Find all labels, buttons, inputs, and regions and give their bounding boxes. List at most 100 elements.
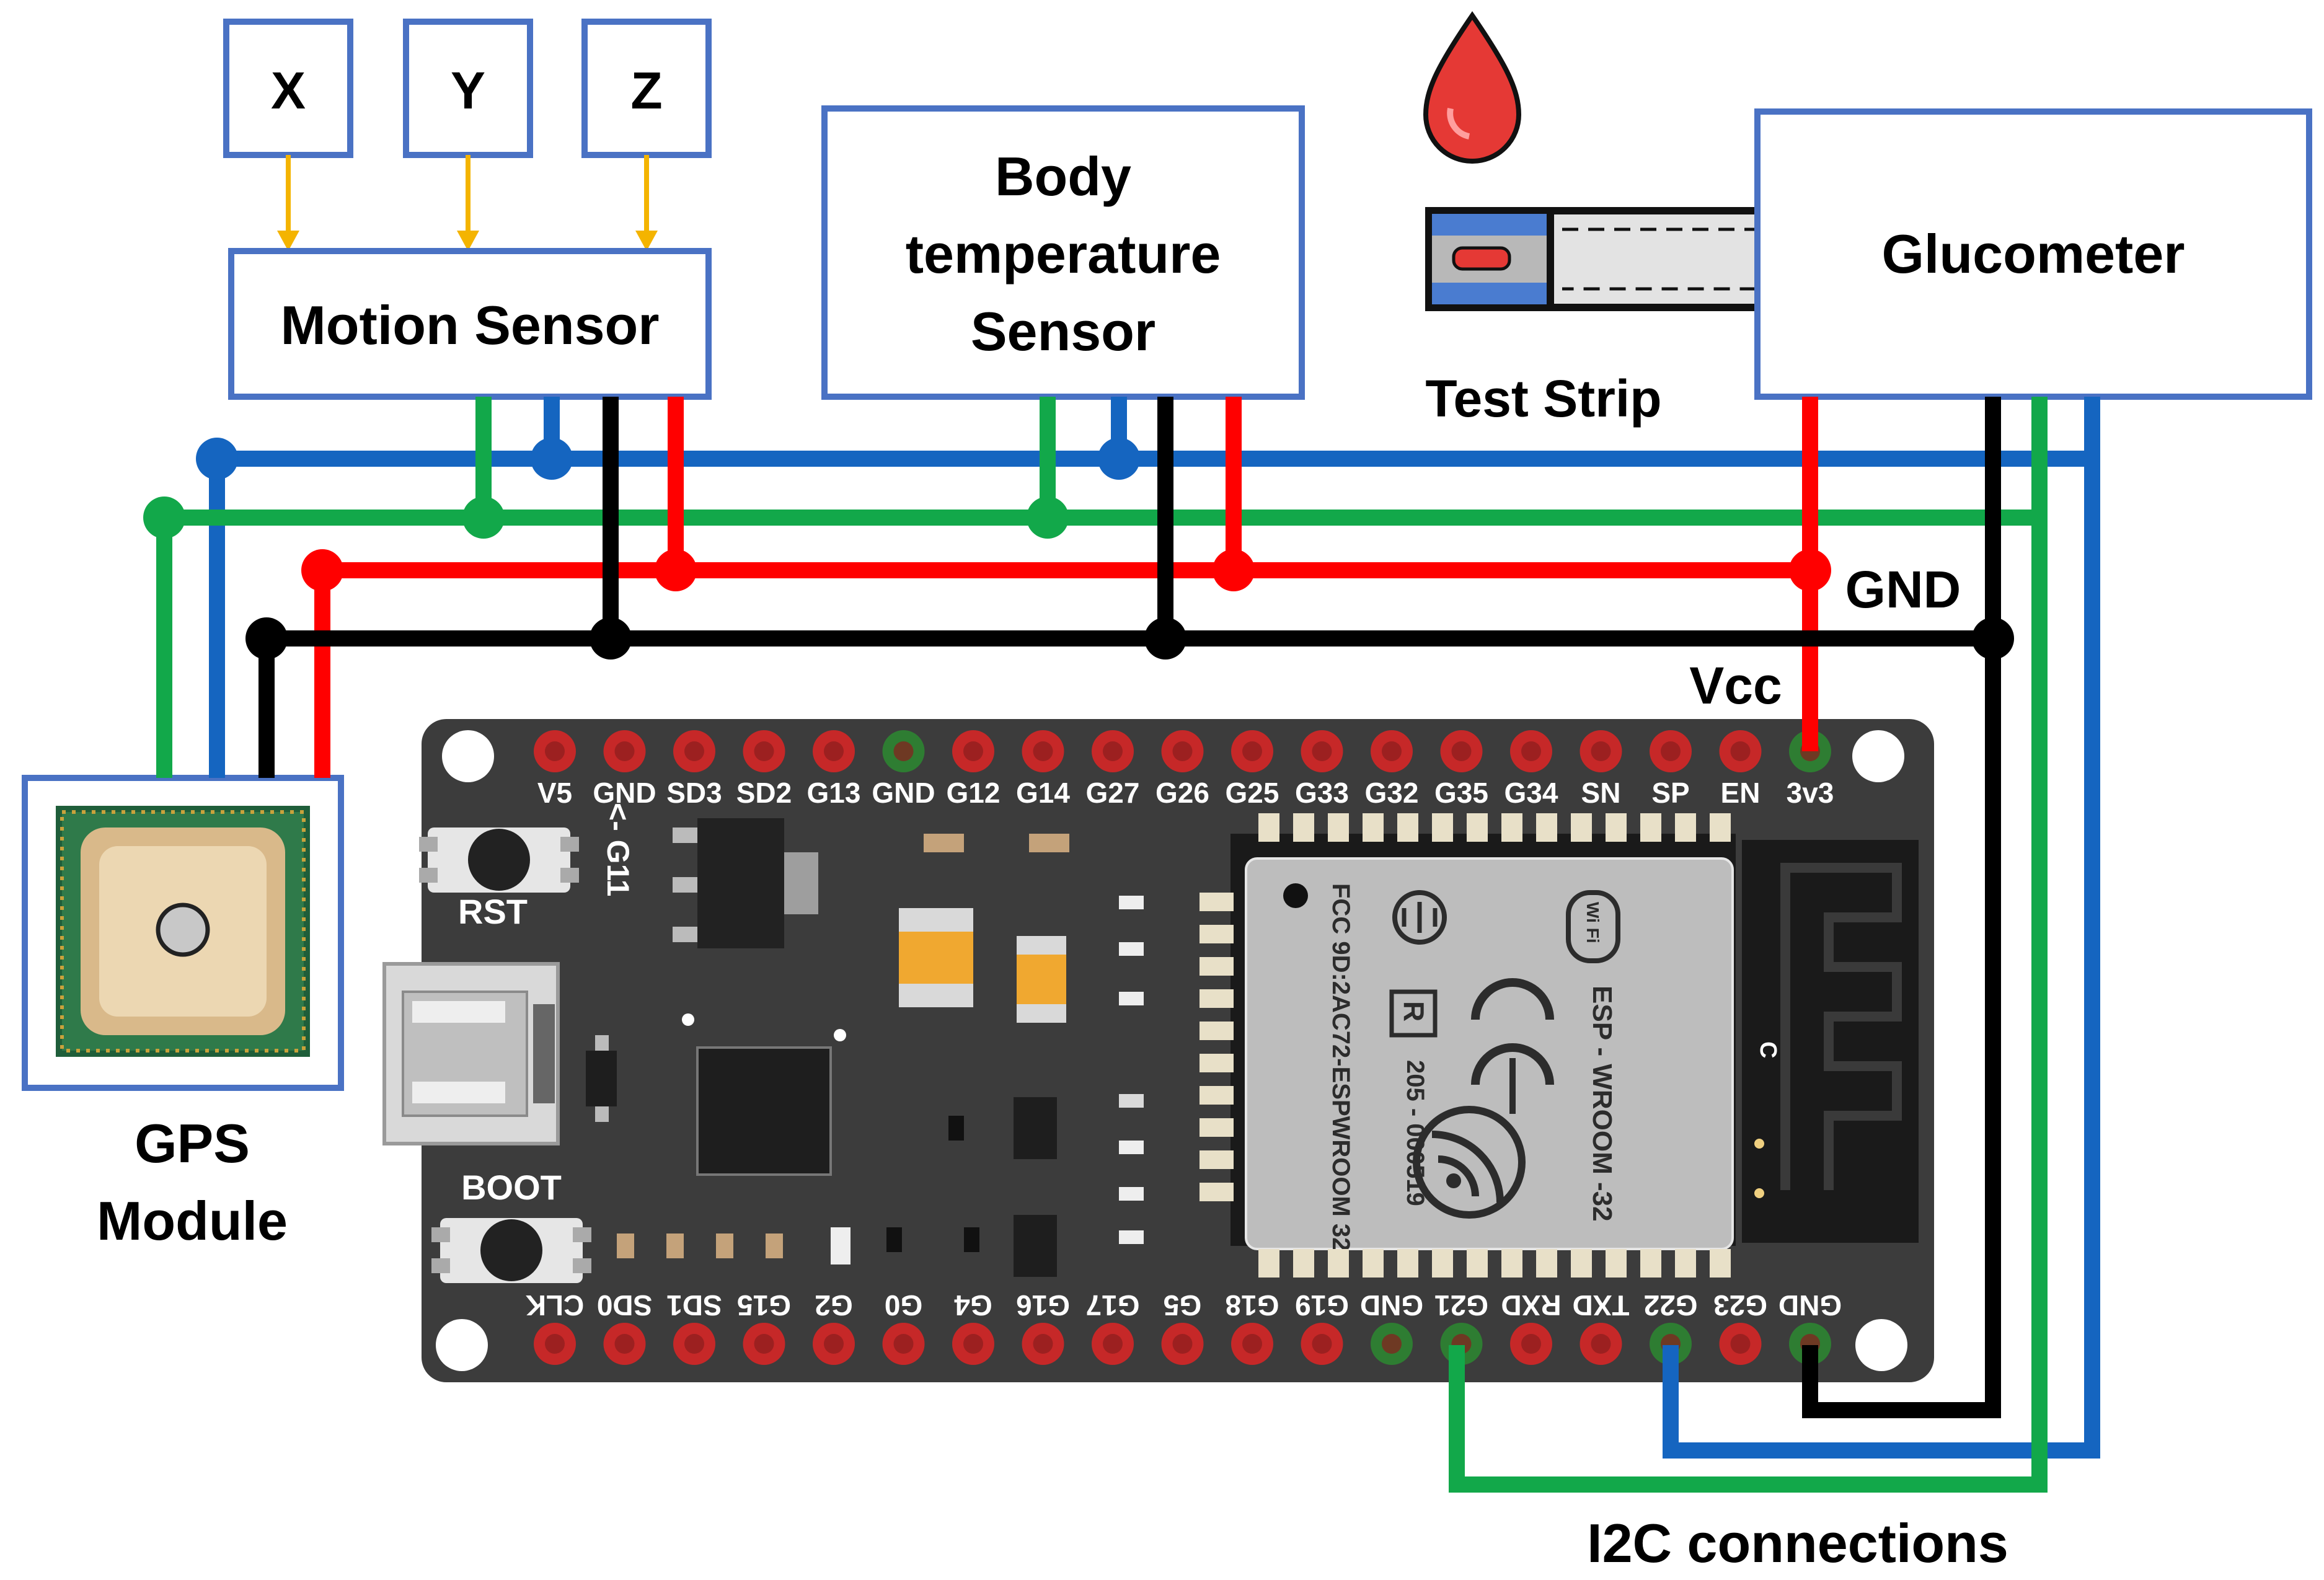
module-pad <box>1397 1249 1418 1278</box>
module-pad <box>1710 1249 1731 1278</box>
top-pin-hole-6 <box>963 741 983 761</box>
fcc-label: FCC 9D:2AC72-ESPWROOM 32 <box>1327 883 1354 1251</box>
gnd-rail-label: GND <box>1845 560 1961 619</box>
module-pad <box>1363 813 1384 842</box>
bottom-pin-label: G5 <box>1164 1289 1201 1322</box>
top-pin-label: G35 <box>1434 777 1488 809</box>
top-pin-label: SP <box>1651 777 1689 809</box>
bottom-pin-label: G2 <box>815 1289 852 1322</box>
bottom-pin-label: SD0 <box>597 1289 652 1322</box>
module-pad <box>1200 925 1234 943</box>
motion-sensor-box <box>228 248 712 400</box>
module-pad <box>1501 1249 1522 1278</box>
top-pin-hole-13 <box>1451 741 1472 761</box>
module-pad <box>1606 1249 1627 1278</box>
module-pad <box>1710 813 1731 842</box>
module-pads-bottom <box>1258 1249 1731 1278</box>
module-pad <box>1200 1022 1234 1040</box>
top-pin-label: SD2 <box>736 777 792 809</box>
g11-label: <- G11 <box>601 803 635 897</box>
top-pin-hole-7 <box>1033 741 1053 761</box>
bottom-pin-label: G19 <box>1295 1289 1349 1322</box>
bottom-pin-label: G18 <box>1226 1289 1279 1322</box>
bottom-pin-hole-2 <box>684 1334 704 1354</box>
top-pin-label: V5 <box>537 777 572 809</box>
rst-label: RST <box>458 892 528 931</box>
temp-label-line-1: Body <box>995 146 1131 207</box>
module-pad <box>1536 1249 1557 1278</box>
motion-sensor-label: Motion Sensor <box>280 294 659 356</box>
top-pin-label: G25 <box>1226 777 1279 809</box>
bottom-pin-hole-9 <box>1172 1334 1193 1354</box>
bottom-pin-label: G0 <box>885 1289 922 1322</box>
module-pad <box>1200 957 1234 976</box>
esp-wroom-module: FCC 9D:2AC72-ESPWROOM 32 205 - 000519 ES… <box>1230 834 1919 1251</box>
module-pad <box>1432 813 1453 842</box>
top-pin-label: SD3 <box>666 777 722 809</box>
top-pin-hole-2 <box>684 741 704 761</box>
wifi-label: Wi Fi <box>1583 902 1602 943</box>
blood-drop-icon <box>1423 11 1522 164</box>
top-pin-label: G14 <box>1016 777 1070 809</box>
bottom-pin-label: G22 <box>1644 1289 1698 1322</box>
glucometer-label: Glucometer <box>1881 223 2185 285</box>
top-pin-hole-3 <box>754 741 774 761</box>
module-pad <box>1200 1118 1234 1137</box>
wire-junctions <box>143 438 2014 660</box>
bottom-pin-hole-10 <box>1242 1334 1262 1354</box>
top-pin-hole-17 <box>1730 741 1751 761</box>
module-pad <box>1640 1249 1661 1278</box>
axis-x-label: X <box>271 61 306 120</box>
bottom-pin-label: CLK <box>526 1289 585 1322</box>
r-mark: R <box>1389 989 1438 1038</box>
bottom-pin-label: SD1 <box>666 1289 722 1322</box>
axis-y-label: Y <box>451 61 485 120</box>
module-pad <box>1571 1249 1592 1278</box>
module-pad <box>1293 813 1314 842</box>
wire-black-gnd <box>1802 397 2001 1418</box>
espressif-logo <box>1413 1106 1526 1219</box>
bottom-pin-hole-5 <box>893 1334 914 1354</box>
bottom-pin-label: G17 <box>1086 1289 1140 1322</box>
bottom-pin-hole-1 <box>614 1334 635 1354</box>
bottom-pin-hole-12 <box>1382 1334 1402 1354</box>
module-pad <box>1536 813 1557 842</box>
top-pin-label: G32 <box>1365 777 1419 809</box>
bottom-pin-label: GND <box>1778 1289 1842 1322</box>
top-pin-label: G13 <box>807 777 861 809</box>
bottom-pin-label: G23 <box>1713 1289 1767 1322</box>
top-pin-hole-8 <box>1103 741 1123 761</box>
gps-label-line-1: GPS <box>135 1113 250 1174</box>
module-pads-left <box>1200 893 1234 1201</box>
r-mark-label: R <box>1398 1001 1430 1022</box>
module-pad <box>1571 813 1592 842</box>
top-pin-label: G26 <box>1155 777 1209 809</box>
bottom-pin-hole-8 <box>1103 1334 1123 1354</box>
axis-z-label: Z <box>630 61 662 120</box>
top-pin-label: G34 <box>1504 777 1558 809</box>
bottom-pin-label: G4 <box>954 1289 992 1322</box>
module-pad <box>1675 1249 1696 1278</box>
vcc-rail-label: Vcc <box>1689 656 1782 715</box>
bottom-pin-hole-0 <box>545 1334 565 1354</box>
module-pad <box>1328 1249 1349 1278</box>
gps-antenna-icon <box>56 806 310 1057</box>
module-pad <box>1501 813 1522 842</box>
module-pad <box>1363 1249 1384 1278</box>
rst-button <box>419 828 579 893</box>
test-strip-label: Test Strip <box>1425 369 1661 428</box>
ce-mark <box>1471 978 1554 1114</box>
bottom-pin-hole-3 <box>754 1334 774 1354</box>
top-pin-label: G12 <box>947 777 1001 809</box>
bottom-pin-label: TXD <box>1573 1289 1630 1322</box>
module-pad <box>1258 1249 1279 1278</box>
bottom-pin-hole-11 <box>1312 1334 1332 1354</box>
module-pad <box>1200 989 1234 1008</box>
module-pad <box>1200 1086 1234 1105</box>
top-pin-hole-9 <box>1172 741 1193 761</box>
temp-label-line-2: temperature <box>906 223 1221 285</box>
bottom-pin-hole-15 <box>1591 1334 1611 1354</box>
module-pad <box>1200 1150 1234 1169</box>
bottom-pin-label: GND <box>1360 1289 1423 1322</box>
